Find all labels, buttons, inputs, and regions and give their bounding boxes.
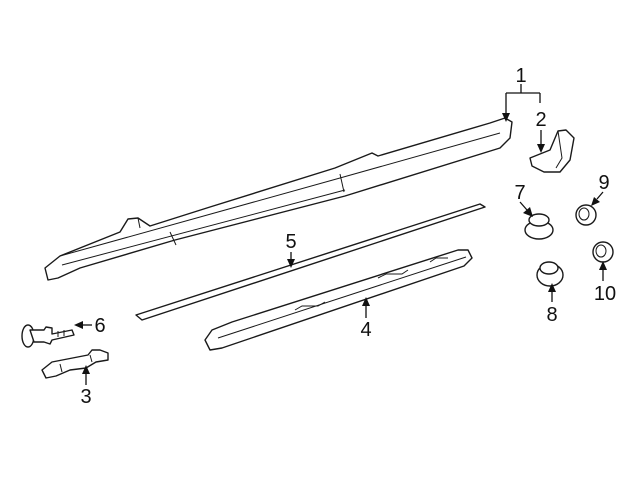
end-cap [529, 129, 575, 173]
leader-10 [599, 261, 607, 281]
grommet-10 [592, 241, 614, 263]
leader-3 [82, 365, 90, 385]
leader-2 [537, 130, 545, 153]
leader-4 [362, 297, 370, 318]
step-pad [204, 249, 473, 351]
clip-bracket [41, 349, 109, 379]
callout-1: 1 [515, 65, 526, 87]
callout-7: 7 [514, 182, 525, 204]
grommet-9 [575, 204, 597, 226]
callout-5: 5 [285, 231, 296, 253]
plug-7 [524, 213, 554, 240]
leader-1 [502, 84, 541, 122]
trim-strip [135, 203, 486, 321]
callout-4: 4 [360, 319, 371, 341]
leader-8 [548, 283, 556, 302]
callout-10: 10 [594, 283, 616, 305]
leader-5 [287, 252, 295, 268]
plug-8 [536, 261, 564, 287]
callout-2: 2 [535, 109, 546, 131]
callout-9: 9 [598, 172, 609, 194]
callout-8: 8 [546, 304, 557, 326]
callout-3: 3 [80, 386, 91, 408]
rocker-panel-molding [44, 117, 513, 281]
leader-9 [591, 191, 604, 206]
leader-6 [74, 321, 92, 329]
leader-7 [519, 201, 533, 217]
push-pin-fastener [21, 324, 75, 348]
callout-6: 6 [94, 315, 105, 337]
